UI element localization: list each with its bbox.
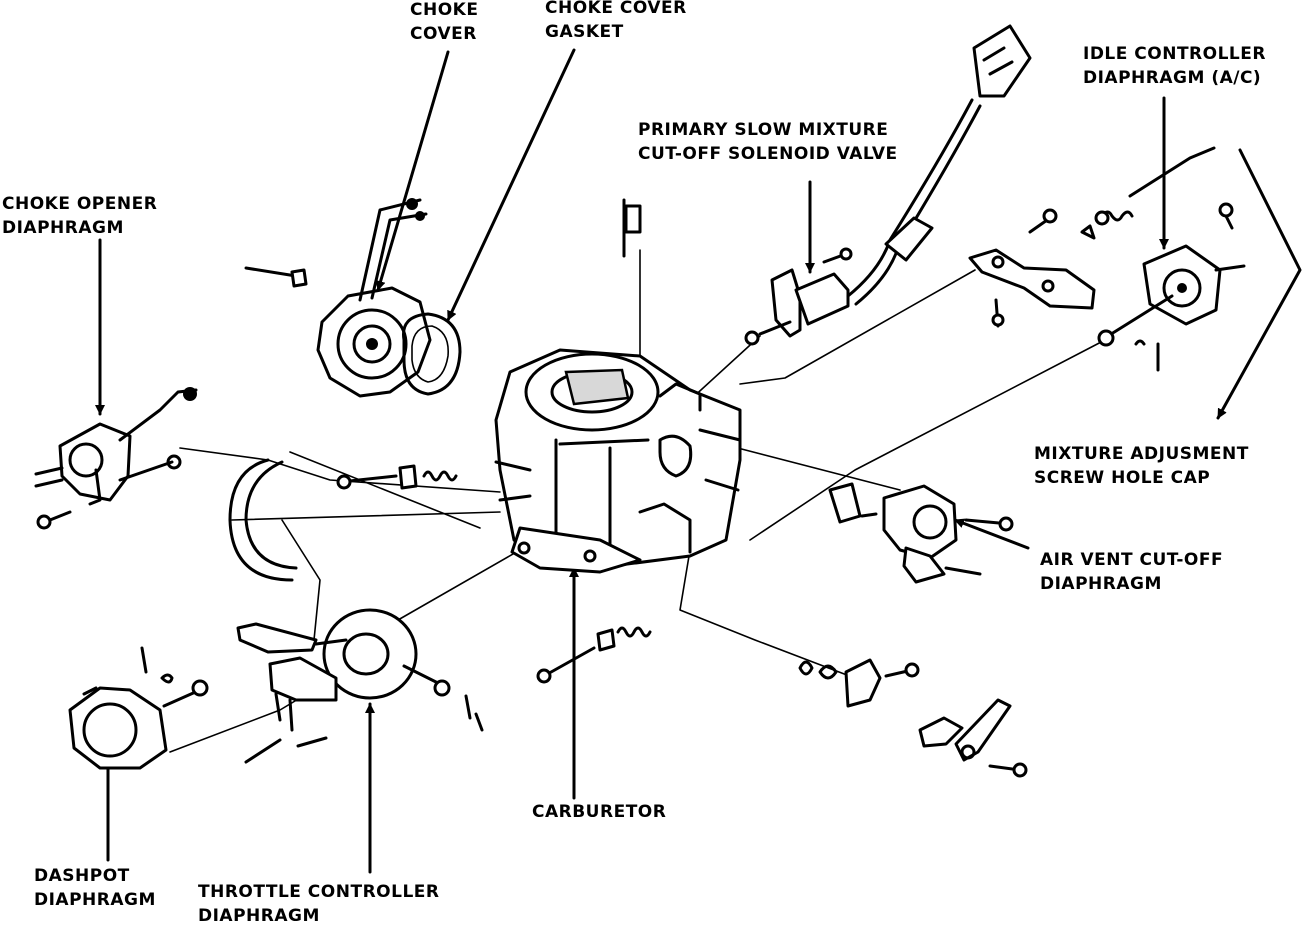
label-dashpot-line1: DASHPOT — [34, 866, 130, 886]
throttle-controller-part — [236, 608, 484, 764]
leader-mixture-cap — [1216, 148, 1302, 420]
leader-choke-cover-gasket — [446, 48, 576, 322]
throttle-linkage-parts — [798, 658, 1028, 778]
label-mixture-cap-line1: MIXTURE ADJUSMENT — [1034, 444, 1249, 464]
leader-choke-cover — [375, 50, 450, 292]
label-choke-opener: CHOKE OPENER DIAPHRAGM — [2, 192, 157, 240]
dashpot-part — [68, 646, 209, 770]
label-choke-cover: CHOKE COVER — [410, 0, 478, 46]
label-idle-controller-line2: DIAPHRAGM (A/C) — [1083, 68, 1262, 88]
label-dashpot-line2: DIAPHRAGM — [34, 890, 156, 910]
carb-side-hardware — [336, 464, 652, 684]
label-throttle-controller: THROTTLE CONTROLLER DIAPHRAGM — [198, 880, 439, 926]
choke-cover-gasket-part — [402, 312, 462, 396]
label-dashpot: DASHPOT DIAPHRAGM — [34, 864, 156, 912]
label-choke-opener-line1: CHOKE OPENER — [2, 194, 158, 214]
label-choke-cover-line1: CHOKE — [410, 0, 479, 20]
air-vent-part — [828, 482, 1014, 584]
vacuum-hose — [228, 458, 298, 582]
label-idle-controller-line1: IDLE CONTROLLER — [1083, 44, 1266, 64]
label-air-vent: AIR VENT CUT-OFF DIAPHRAGM — [1040, 548, 1223, 596]
choke-cover-part — [244, 198, 432, 398]
label-choke-cover-line2: COVER — [410, 24, 477, 44]
label-mixture-cap-line2: SCREW HOLE CAP — [1034, 468, 1211, 488]
solenoid-valve-part — [744, 24, 1032, 346]
label-primary-slow: PRIMARY SLOW MIXTURE CUT-OFF SOLENOID VA… — [638, 118, 898, 166]
label-choke-cover-gasket: CHOKE COVER GASKET — [545, 0, 687, 44]
label-choke-cover-gasket-line2: GASKET — [545, 22, 624, 42]
label-throttle-controller-line1: THROTTLE CONTROLLER — [198, 882, 440, 902]
label-mixture-cap: MIXTURE ADJUSMENT SCREW HOLE CAP — [1034, 442, 1249, 490]
leader-air-vent — [953, 518, 1030, 550]
label-primary-slow-line2: CUT-OFF SOLENOID VALVE — [638, 144, 898, 164]
label-idle-controller: IDLE CONTROLLER DIAPHRAGM (A/C) — [1083, 42, 1266, 90]
label-air-vent-line2: DIAPHRAGM — [1040, 574, 1162, 594]
label-air-vent-line1: AIR VENT CUT-OFF — [1040, 550, 1224, 570]
choke-opener-part — [34, 387, 198, 530]
label-choke-cover-gasket-line1: CHOKE COVER — [545, 0, 687, 18]
idle-controller-part — [968, 146, 1246, 372]
carburetor-body — [494, 198, 742, 574]
label-carburetor-line1: CARBURETOR — [532, 802, 667, 822]
label-throttle-controller-line2: DIAPHRAGM — [198, 906, 320, 926]
label-carburetor: CARBURETOR — [532, 800, 666, 824]
label-primary-slow-line1: PRIMARY SLOW MIXTURE — [638, 120, 889, 140]
leader-arrows — [95, 48, 1302, 874]
label-choke-opener-line2: DIAPHRAGM — [2, 218, 124, 238]
